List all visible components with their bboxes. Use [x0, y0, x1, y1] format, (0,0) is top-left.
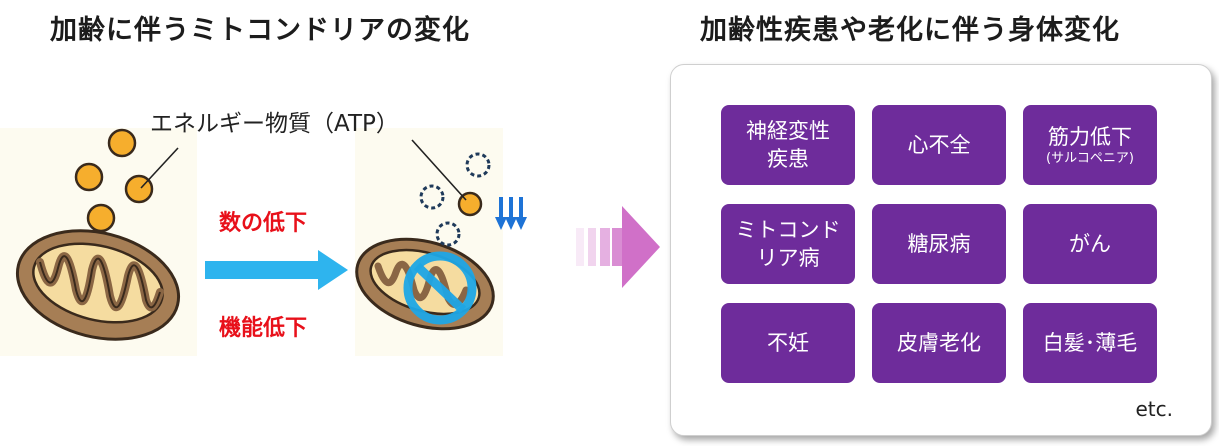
transition-arrow-icon [576, 206, 660, 288]
atp-pointer-line-left [140, 147, 179, 189]
disease-panel: 神経変性 疾患 心不全 筋力低下 (サルコペニア) ミトコンド リア病 糖尿病 が… [670, 64, 1212, 436]
disease-tile: 筋力低下 (サルコペニア) [1023, 105, 1157, 185]
disease-name: ミトコンド リア病 [735, 218, 841, 270]
disease-name: 不妊 [767, 331, 809, 355]
decrease-arrows-icon [495, 197, 527, 230]
atp-pointer-line-right [411, 139, 467, 201]
mitochondrion-aged-icon [355, 237, 495, 331]
disease-tile: 糖尿病 [872, 204, 1006, 284]
number-decrease-label: 数の低下 [219, 211, 308, 236]
right-heading: 加齢性疾患や老化に伴う身体変化 [700, 15, 1120, 46]
disease-name: 皮膚老化 [897, 331, 981, 355]
disease-name: がん [1069, 232, 1111, 256]
atp-label: エネルギー物質（ATP） [150, 111, 399, 137]
left-heading: 加齢に伴うミトコンドリアの変化 [50, 15, 470, 46]
right-arrow-icon [205, 250, 348, 290]
function-decline-label: 機能低下 [219, 316, 308, 341]
prohibited-icon [403, 251, 477, 325]
disease-tile: 心不全 [872, 105, 1006, 185]
disease-name: 白髪･薄毛 [1042, 331, 1138, 355]
etc-label: etc. [1135, 397, 1174, 421]
disease-name: 筋力低下 [1048, 125, 1132, 149]
disease-tile: 白髪･薄毛 [1023, 303, 1157, 383]
atp-depleted-icon [419, 152, 491, 247]
disease-tile: 不妊 [721, 303, 855, 383]
disease-tile: ミトコンド リア病 [721, 204, 855, 284]
mitochondrion-healthy-icon [15, 229, 181, 341]
disease-tile: 皮膚老化 [872, 303, 1006, 383]
disease-name: 糖尿病 [907, 232, 971, 256]
disease-name: 心不全 [907, 133, 971, 157]
disease-name: 神経変性 疾患 [746, 119, 830, 171]
disease-tile: がん [1023, 204, 1157, 284]
atp-molecules-icon [74, 128, 154, 233]
disease-grid: 神経変性 疾患 心不全 筋力低下 (サルコペニア) ミトコンド リア病 糖尿病 が… [721, 105, 1157, 383]
disease-tile: 神経変性 疾患 [721, 105, 855, 185]
disease-subname: (サルコペニア) [1046, 151, 1134, 166]
